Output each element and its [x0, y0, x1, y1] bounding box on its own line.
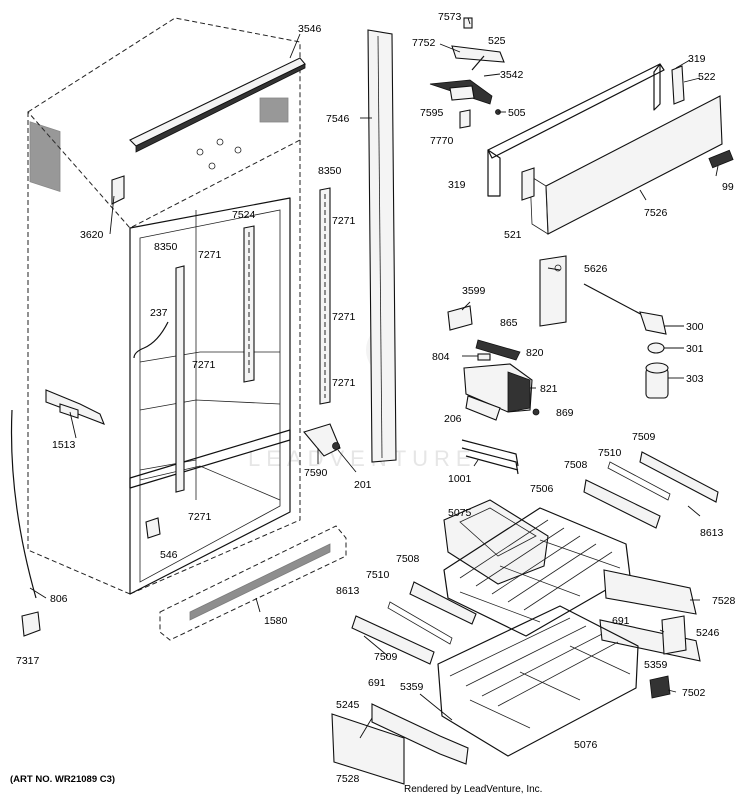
- callout-5075: 5075: [448, 507, 472, 519]
- callout-865: 865: [500, 317, 518, 329]
- callout-7546: 7546: [326, 113, 350, 125]
- callout-99: 99: [722, 181, 734, 193]
- callout-201: 201: [354, 479, 372, 491]
- callout-521: 521: [504, 229, 522, 241]
- callout-1513: 1513: [52, 439, 76, 451]
- door-panels: [487, 63, 734, 235]
- callout-7317: 7317: [16, 655, 40, 667]
- callout-206: 206: [444, 413, 462, 425]
- callout-522: 522: [698, 71, 716, 83]
- callout-301: 301: [686, 343, 704, 355]
- callout-8613-left: 8613: [336, 585, 360, 597]
- callout-8350-left: 8350: [154, 241, 178, 253]
- callout-319-mid: 319: [448, 179, 466, 191]
- callout-804: 804: [432, 351, 450, 363]
- drawers-and-slides: [331, 451, 719, 785]
- callout-691-right: 691: [612, 615, 630, 627]
- callout-5245: 5245: [336, 699, 360, 711]
- callout-7528-right: 7528: [712, 595, 736, 607]
- callout-7509-left: 7509: [374, 651, 398, 663]
- callout-7271-d: 7271: [192, 359, 216, 371]
- render-credit: Rendered by LeadVenture, Inc.: [404, 784, 542, 795]
- watermark: LEADVENTURE: [248, 446, 477, 471]
- art-number: (ART NO. WR21089 C3): [10, 774, 115, 785]
- callout-869: 869: [556, 407, 574, 419]
- callout-7752: 7752: [412, 37, 436, 49]
- callout-5359-left: 5359: [400, 681, 424, 693]
- callout-7524: 7524: [232, 209, 256, 221]
- callout-5626: 5626: [584, 263, 608, 275]
- callout-7510-top: 7510: [598, 447, 622, 459]
- callout-505: 505: [508, 107, 526, 119]
- callout-319-top: 319: [688, 53, 706, 65]
- callout-7502: 7502: [682, 687, 706, 699]
- callout-3542: 3542: [500, 69, 524, 81]
- callout-7510-left: 7510: [366, 569, 390, 581]
- callout-7508-left: 7508: [396, 553, 420, 565]
- callout-821: 821: [540, 383, 558, 395]
- leader-lines: [29, 17, 719, 739]
- callout-303: 303: [686, 373, 704, 385]
- callout-546: 546: [160, 549, 178, 561]
- callout-5359-right: 5359: [644, 659, 668, 671]
- callout-7271-a: 7271: [332, 215, 356, 227]
- callout-5246: 5246: [696, 627, 720, 639]
- callout-7770: 7770: [430, 135, 454, 147]
- callout-3546: 3546: [298, 23, 322, 35]
- callout-7271-f: 7271: [188, 511, 212, 523]
- callout-806: 806: [50, 593, 68, 605]
- hinge-assembly: [429, 17, 505, 129]
- callout-3620: 3620: [80, 229, 104, 241]
- callout-525: 525: [488, 35, 506, 47]
- callout-300: 300: [686, 321, 704, 333]
- callout-3599: 3599: [462, 285, 486, 297]
- callout-1580: 1580: [264, 615, 288, 627]
- callout-8350-right: 8350: [318, 165, 342, 177]
- callout-7573: 7573: [438, 11, 462, 23]
- callout-7590: 7590: [304, 467, 328, 479]
- callout-7526: 7526: [644, 207, 668, 219]
- refrigerator-cabinet: [10, 17, 347, 641]
- callout-7271-c: 7271: [332, 311, 356, 323]
- callout-237: 237: [150, 307, 168, 319]
- callout-7509-top: 7509: [632, 431, 656, 443]
- vertical-rails: [303, 29, 397, 463]
- callout-7595: 7595: [420, 107, 444, 119]
- callout-7271-b: 7271: [198, 249, 222, 261]
- callout-820: 820: [526, 347, 544, 359]
- callout-8613-right: 8613: [700, 527, 724, 539]
- callout-7508-top: 7508: [564, 459, 588, 471]
- callout-labels: 3546 7573 7752 525 319 522 3542 7595 505…: [16, 11, 736, 785]
- callout-691-left: 691: [368, 677, 386, 689]
- control-assembly: [447, 255, 669, 475]
- callout-7506: 7506: [530, 483, 554, 495]
- callout-5076: 5076: [574, 739, 598, 751]
- callout-7271-e: 7271: [332, 377, 356, 389]
- callout-1001: 1001: [448, 473, 472, 485]
- callout-7528-left: 7528: [336, 773, 360, 785]
